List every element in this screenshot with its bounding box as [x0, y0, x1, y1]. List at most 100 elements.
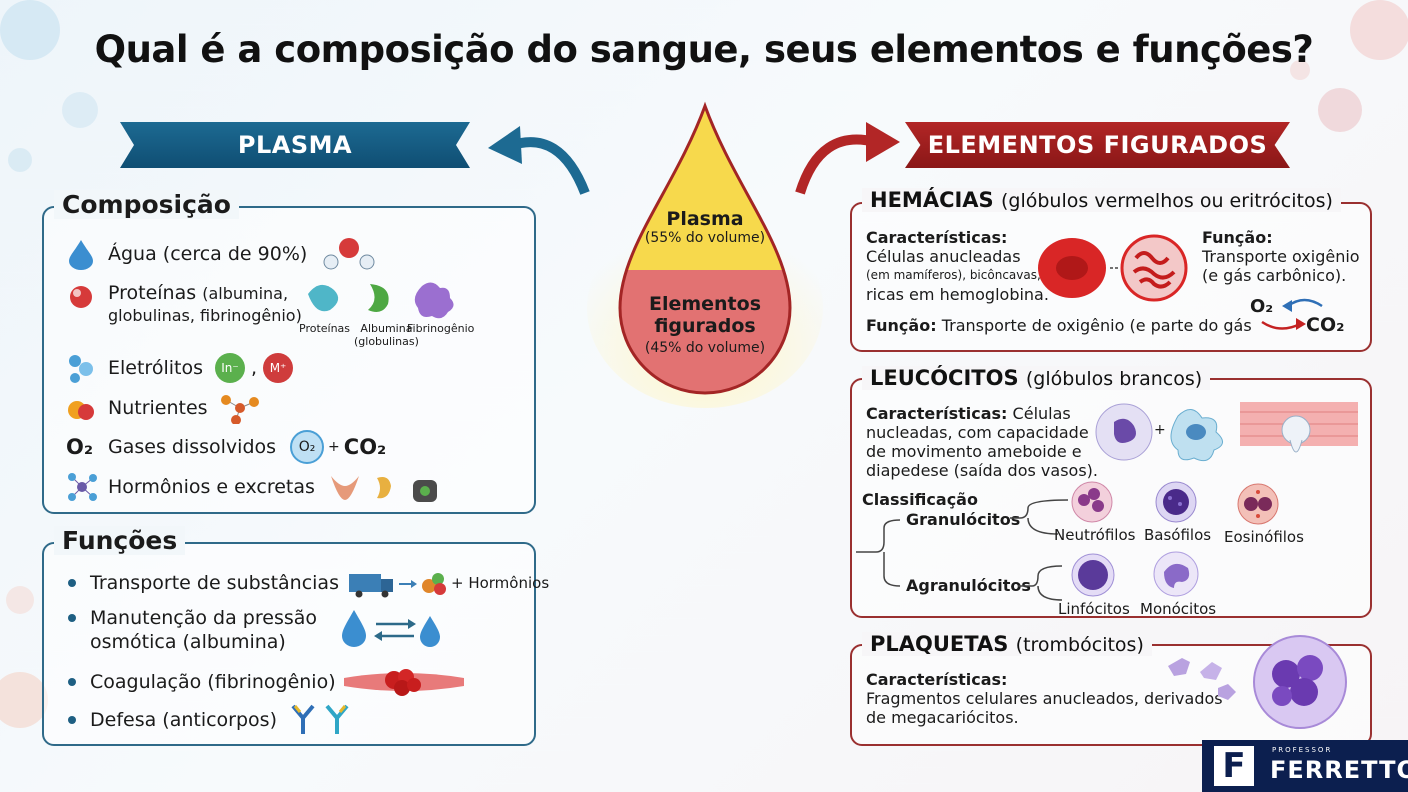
elements-banner: ELEMENTOS FIGURADOS	[905, 122, 1290, 168]
page-title: Qual é a composição do sangue, seus elem…	[94, 28, 1314, 71]
funcao-transporte: Transporte de substâncias	[90, 572, 339, 594]
blood-drop-diagram	[587, 101, 823, 408]
gases-plus: +	[328, 439, 340, 455]
hemacias-funcao-label: Função:	[866, 316, 937, 335]
funcao-defesa: Defesa (anticorpos)	[90, 709, 277, 731]
composicao-gases: Gases dissolvidos	[108, 436, 277, 458]
ferretto-logo: F PROFESSOR FERRETTO	[1202, 740, 1408, 792]
protein-shapes-icon	[308, 282, 454, 319]
leucocitos-carac-1: Células	[1012, 404, 1071, 423]
arrow-to-elements-icon	[795, 122, 900, 195]
funcao-pressao-2: osmótica (albumina)	[90, 631, 286, 653]
hemacias-subtitle: (glóbulos vermelhos ou eritrócitos)	[1001, 190, 1333, 212]
water-drop-icon	[69, 240, 93, 270]
funcao-transporte-extra: + Hormônios	[450, 574, 550, 592]
arrow-to-plasma-icon	[488, 126, 590, 195]
logo-name: FERRETTO	[1270, 756, 1408, 784]
bg-cell	[1290, 60, 1310, 80]
composicao-title: Composição	[54, 190, 239, 219]
leucocitos-carac-4: diapedese (saída dos vasos).	[866, 461, 1098, 480]
red-blood-cell-icon	[1038, 234, 1188, 302]
drop-elements-label-2: figurados	[654, 315, 756, 337]
bg-cell	[8, 148, 32, 172]
thyroid-kidney-waste-icon	[330, 476, 437, 502]
leucocitos-agranulocitos: Agranulócitos	[906, 576, 1031, 595]
composicao-hormonios: Hormônios e excretas	[108, 476, 315, 498]
composicao-proteinas-detail-2: globulinas, fibrinogênio)	[108, 306, 302, 325]
bg-cell	[0, 0, 60, 60]
funcoes-title: Funções	[54, 526, 186, 555]
hemacias-title: HEMÁCIAS (glóbulos vermelhos ou eritróci…	[862, 188, 1341, 212]
cell-basofilos: Basófilos	[1144, 526, 1212, 544]
monocyte-icon	[1153, 551, 1199, 597]
o2-bubble-icon: O₂	[290, 430, 325, 464]
drop-plasma-label: Plasma	[666, 208, 744, 230]
hemacias-func-2: (e gás carbônico).	[1202, 266, 1347, 285]
bg-cell	[1318, 88, 1362, 132]
bullet	[68, 579, 76, 587]
fruit-icon	[68, 401, 94, 420]
composicao-proteinas: Proteínas	[108, 282, 197, 304]
leucocitos-carac-title: Características:	[866, 404, 1008, 423]
leucocitos-carac-2: nucleadas, com capacidade	[866, 423, 1089, 442]
nutrient-molecule-icon	[220, 395, 259, 424]
plaquetas-subtitle: (trombócitos)	[1015, 634, 1144, 656]
protein-label-proteinas: Proteínas	[299, 322, 351, 335]
bg-cell	[6, 586, 34, 614]
electrolyte-icon	[69, 355, 93, 383]
bg-cell	[1350, 0, 1408, 60]
cell-linfocitos: Linfócitos	[1058, 600, 1130, 618]
eosinophil-icon	[1237, 483, 1279, 525]
hemacias-func-title: Função:	[1202, 228, 1273, 247]
ion-badge-1: In⁻	[214, 353, 245, 383]
composicao-proteinas-detail-1: (albumina,	[202, 284, 289, 303]
granulocyte-branch-icon	[1010, 499, 1069, 601]
cell-monocitos: Monócitos	[1140, 600, 1217, 618]
hemacias-funcao-text: Transporte de oxigênio (e parte do gás	[941, 316, 1252, 335]
hemacias-func-1: Transporte oxigênio	[1202, 247, 1360, 266]
plaquetas-title: PLAQUETAS (trombócitos)	[862, 632, 1152, 656]
bullet	[68, 678, 76, 686]
plaquetas-carac-1: Fragmentos celulares anucleados, derivad…	[866, 689, 1223, 708]
composicao-agua: Água (cerca de 90%)	[108, 243, 308, 265]
logo-letter: F	[1214, 746, 1254, 786]
platelet-megakaryocyte-icon	[1168, 635, 1347, 729]
bg-cell	[0, 672, 48, 728]
antibody-icon	[291, 704, 349, 734]
leucocitos-plus: +	[1154, 422, 1166, 438]
bg-cell	[62, 92, 98, 128]
bullet	[68, 614, 76, 622]
lymphocyte-icon	[1071, 553, 1115, 597]
neutrophil-icon	[1071, 481, 1113, 523]
hemacias-carac-title: Características:	[866, 228, 1008, 247]
hemacias-co2: CO₂	[1306, 314, 1345, 336]
basophil-icon	[1155, 481, 1197, 523]
hormone-molecule-icon	[68, 473, 97, 501]
osmosis-icon	[342, 610, 440, 647]
leucocitos-classificacao: Classificação	[862, 490, 978, 509]
co2-symbol: CO₂	[343, 435, 387, 459]
composicao-nutrientes: Nutrientes	[108, 397, 208, 419]
protein-label-globulinas: (globulinas)	[354, 335, 419, 348]
leucocitos-carac-3: de movimento ameboide e	[866, 442, 1082, 461]
o2-symbol: O₂	[66, 435, 94, 459]
protein-label-albumina: Albumina	[360, 322, 413, 335]
nutrients-icon	[421, 573, 446, 595]
funcao-pressao-1: Manutenção da pressão	[90, 607, 318, 629]
clot-icon	[343, 669, 464, 696]
hemacias-carac-2: (em mamíferos), bicôncavas,	[866, 268, 1041, 282]
hemacias-carac-1: Células anucleadas	[866, 247, 1021, 266]
water-molecule-icon	[323, 238, 375, 270]
protein-molecule-icon	[70, 286, 92, 308]
drop-elements-label-1: Elementos	[648, 293, 762, 315]
funcao-coagulacao: Coagulação (fibrinogênio)	[90, 671, 336, 693]
white-cell-amoeboid-icon	[1095, 403, 1223, 462]
composicao-eletrolitos: Eletrólitos	[108, 357, 203, 379]
hemacias-carac-3: ricas em hemoglobina.	[866, 285, 1049, 304]
protein-label-fibrinogenio: Fibrinogênio	[407, 322, 475, 335]
hemacias-o2: O₂	[1250, 296, 1274, 317]
funcoes-panel	[42, 542, 536, 746]
plasma-banner: PLASMA	[120, 122, 470, 168]
logo-top: PROFESSOR	[1272, 746, 1333, 754]
